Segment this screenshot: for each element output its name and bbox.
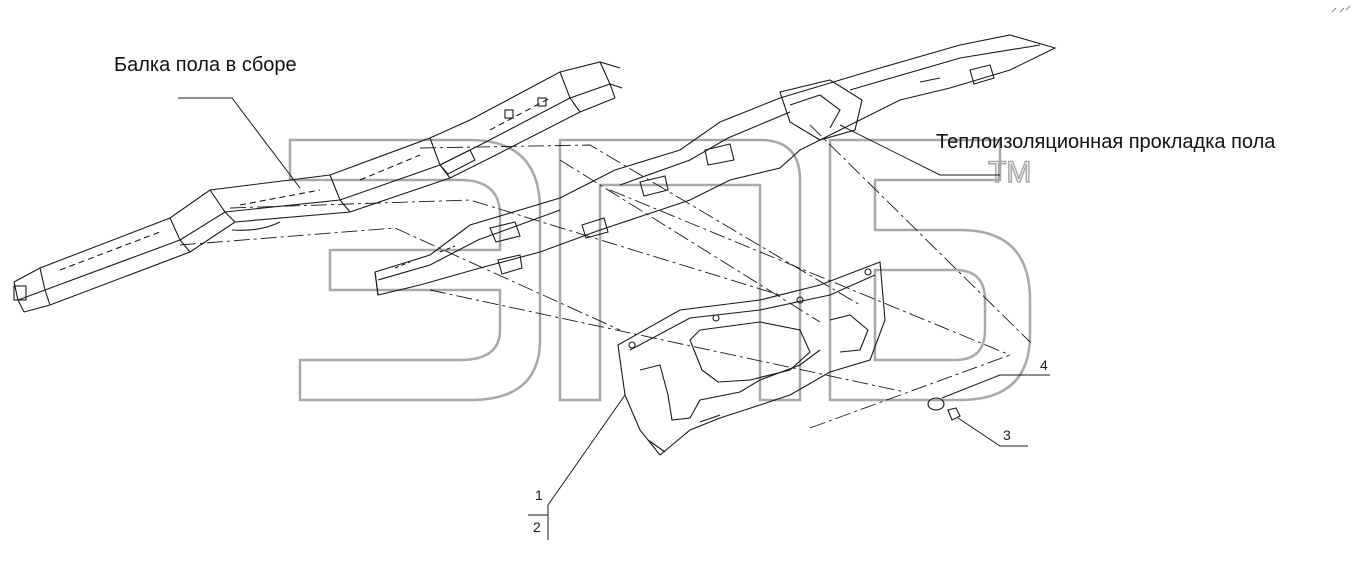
watermark-letter-2 (558, 138, 802, 402)
leader-floor-beam (178, 97, 301, 189)
leader-1-2 (547, 394, 626, 540)
callout-4: 4 (1040, 357, 1048, 373)
floor-insulation-part (374, 34, 1057, 296)
corner-mark-icon (1331, 5, 1351, 13)
label-floor-beam: Балка пола в сборе (114, 54, 297, 76)
leader-4 (941, 374, 1050, 399)
watermark-letter-1 (288, 138, 542, 402)
washer-icon (927, 397, 945, 411)
leader-lines (178, 97, 1050, 540)
fasteners (927, 397, 961, 421)
watermark-logo: TM (288, 138, 1032, 402)
leader-3 (957, 417, 1028, 447)
watermark-letter-3 (828, 138, 1032, 402)
watermark-tm: TM (988, 156, 1031, 189)
callout-3: 3 (1003, 427, 1011, 443)
tunnel-insulation-part (617, 261, 886, 456)
assembly-axis-lines (179, 124, 1031, 429)
floor-beam-part (13, 61, 623, 313)
leader-floor-insulation (839, 124, 1000, 176)
callout-2: 2 (533, 519, 541, 535)
label-floor-insulation: Теплоизоляционная прокладка пола (936, 131, 1276, 153)
nut-icon (947, 407, 961, 421)
callout-1: 1 (535, 487, 543, 503)
